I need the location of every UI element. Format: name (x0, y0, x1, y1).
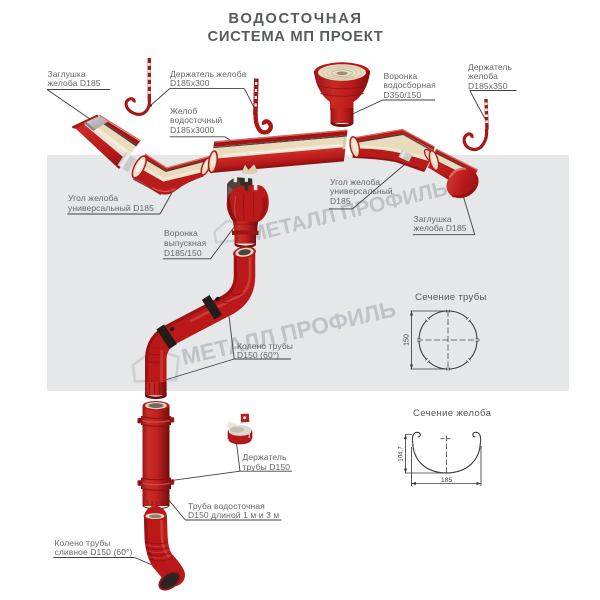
svg-text:185: 185 (441, 477, 453, 484)
svg-text:150: 150 (404, 334, 411, 346)
svg-text:104.7: 104.7 (398, 446, 405, 462)
